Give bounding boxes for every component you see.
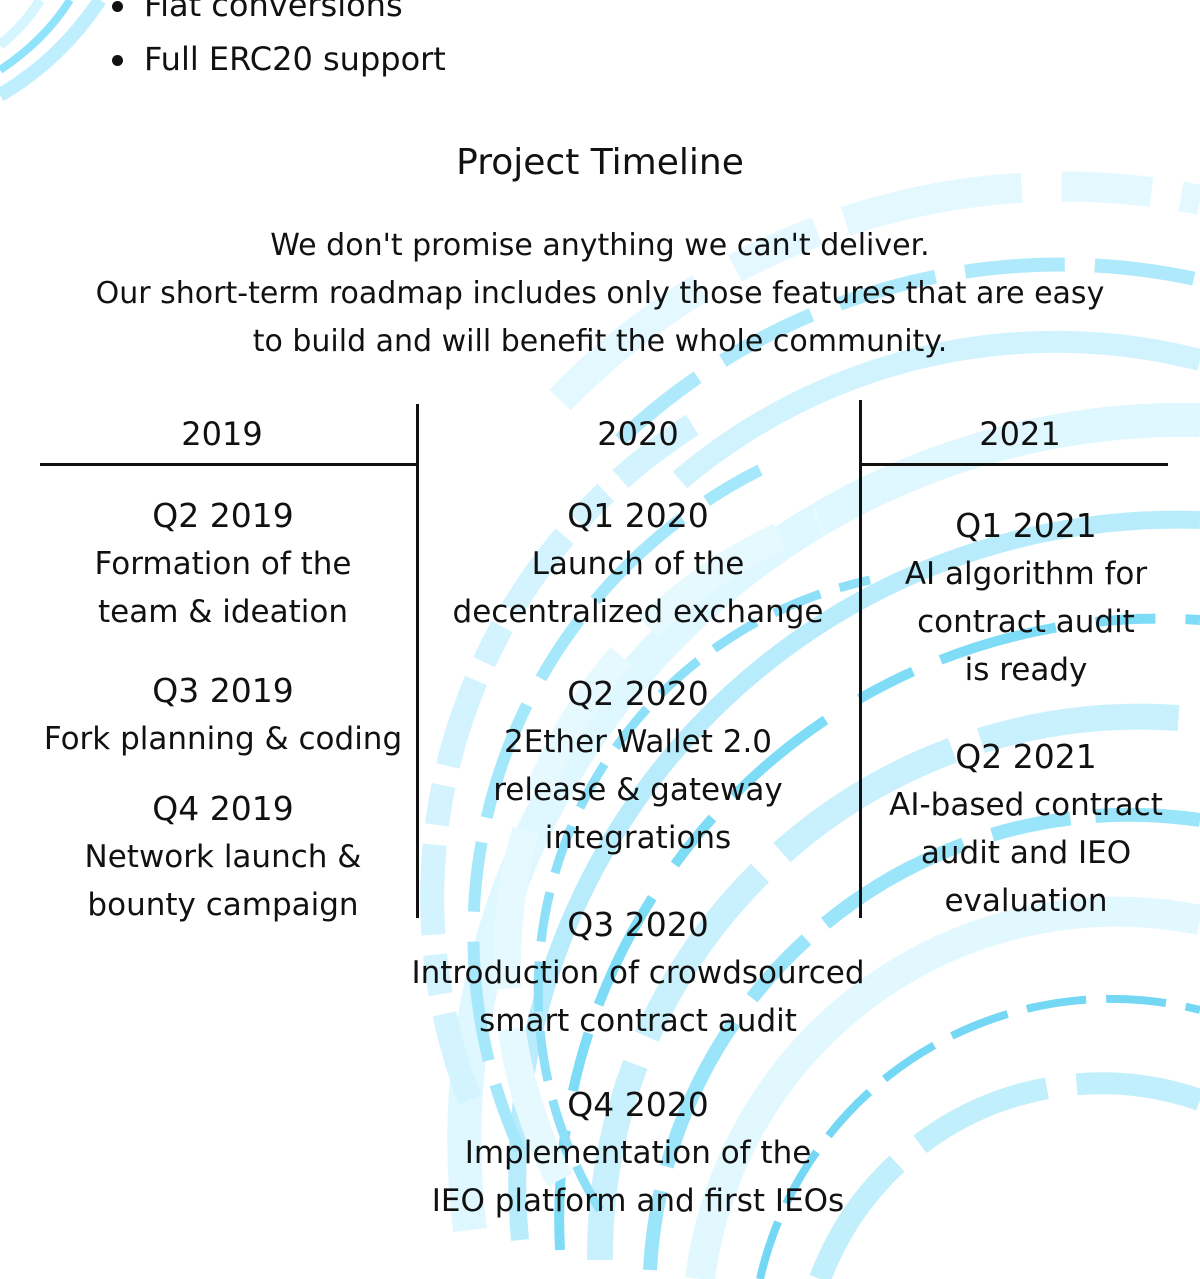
- milestone-text: Introduction of crowdsourced: [411, 955, 865, 991]
- milestone-quarter: Q2 2019: [152, 496, 294, 535]
- timeline-column-2019: 2019: [40, 410, 404, 462]
- column-divider-left: [416, 404, 419, 918]
- milestone-text: smart contract audit: [479, 1003, 797, 1039]
- divider-2019: [40, 463, 418, 466]
- intro-line: We don't promise anything we can't deliv…: [270, 228, 930, 263]
- column-divider-right: [859, 400, 862, 918]
- timeline-column-2021: 2021: [872, 410, 1168, 462]
- year-heading: 2021: [979, 415, 1061, 453]
- milestone-text: release & gateway: [493, 772, 783, 808]
- year-heading: 2020: [597, 415, 679, 453]
- timeline-intro: We don't promise anything we can't deliv…: [40, 222, 1160, 366]
- milestone-text: AI-based contract: [889, 787, 1163, 823]
- feature-item: Full ERC20 support: [112, 32, 446, 86]
- milestone-quarter: Q1 2020: [567, 496, 709, 535]
- feature-list: Fiat conversions Full ERC20 support: [112, 0, 446, 86]
- milestone: Q3 2019 Fork planning & coding: [40, 667, 406, 763]
- milestone-text: Implementation of the: [464, 1135, 812, 1171]
- milestone: Q3 2020 Introduction of crowdsourced sma…: [404, 901, 872, 1045]
- milestone-text: Formation of the: [94, 546, 352, 582]
- milestone: Q2 2020 2Ether Wallet 2.0 release & gate…: [404, 670, 872, 862]
- milestone-quarter: Q4 2019: [152, 789, 294, 828]
- milestone: Q2 2021 AI-based contract audit and IEO …: [872, 733, 1180, 925]
- milestone-text: Launch of the: [531, 546, 745, 582]
- year-heading: 2019: [181, 415, 263, 453]
- milestone: Q1 2020 Launch of the decentralized exch…: [404, 492, 872, 636]
- milestone-text: team & ideation: [97, 594, 349, 630]
- milestone-text: AI algorithm for: [904, 556, 1148, 592]
- feature-item: Fiat conversions: [112, 0, 446, 32]
- milestone-quarter: Q3 2019: [152, 671, 294, 710]
- intro-line: Our short-term roadmap includes only tho…: [95, 276, 1105, 311]
- milestone-text: integrations: [544, 820, 732, 856]
- milestone-quarter: Q4 2020: [567, 1085, 709, 1124]
- divider-2021: [860, 463, 1168, 466]
- milestone-text: Network launch &: [84, 839, 362, 875]
- milestone-text: is ready: [964, 652, 1088, 688]
- milestone-text: Fork planning & coding: [43, 721, 403, 757]
- milestone-text: audit and IEO: [920, 835, 1132, 871]
- milestone-text: IEO platform and first IEOs: [431, 1183, 845, 1219]
- bullet-icon: [112, 55, 123, 66]
- milestone-quarter: Q2 2020: [567, 674, 709, 713]
- bullet-icon: [112, 1, 123, 12]
- milestone: Q4 2020 Implementation of the IEO platfo…: [404, 1081, 872, 1225]
- milestone-text: evaluation: [944, 883, 1108, 919]
- milestone-quarter: Q3 2020: [567, 905, 709, 944]
- milestone-text: bounty campaign: [87, 887, 359, 923]
- feature-text: Full ERC20 support: [144, 40, 446, 78]
- milestone: Q2 2019 Formation of the team & ideation: [40, 492, 406, 636]
- milestone-quarter: Q1 2021: [955, 506, 1097, 545]
- feature-text: Fiat conversions: [144, 0, 403, 24]
- intro-line: to build and will benefit the whole comm…: [252, 324, 948, 359]
- milestone-text: 2Ether Wallet 2.0: [503, 724, 773, 760]
- milestone: Q4 2019 Network launch & bounty campaign: [40, 785, 406, 929]
- milestone-text: contract audit: [917, 604, 1135, 640]
- milestone-quarter: Q2 2021: [955, 737, 1097, 776]
- timeline-column-2020: 2020: [404, 410, 872, 462]
- timeline-title: Project Timeline: [456, 142, 744, 183]
- milestone-text: decentralized exchange: [452, 594, 824, 630]
- milestone: Q1 2021 AI algorithm for contract audit …: [872, 502, 1180, 694]
